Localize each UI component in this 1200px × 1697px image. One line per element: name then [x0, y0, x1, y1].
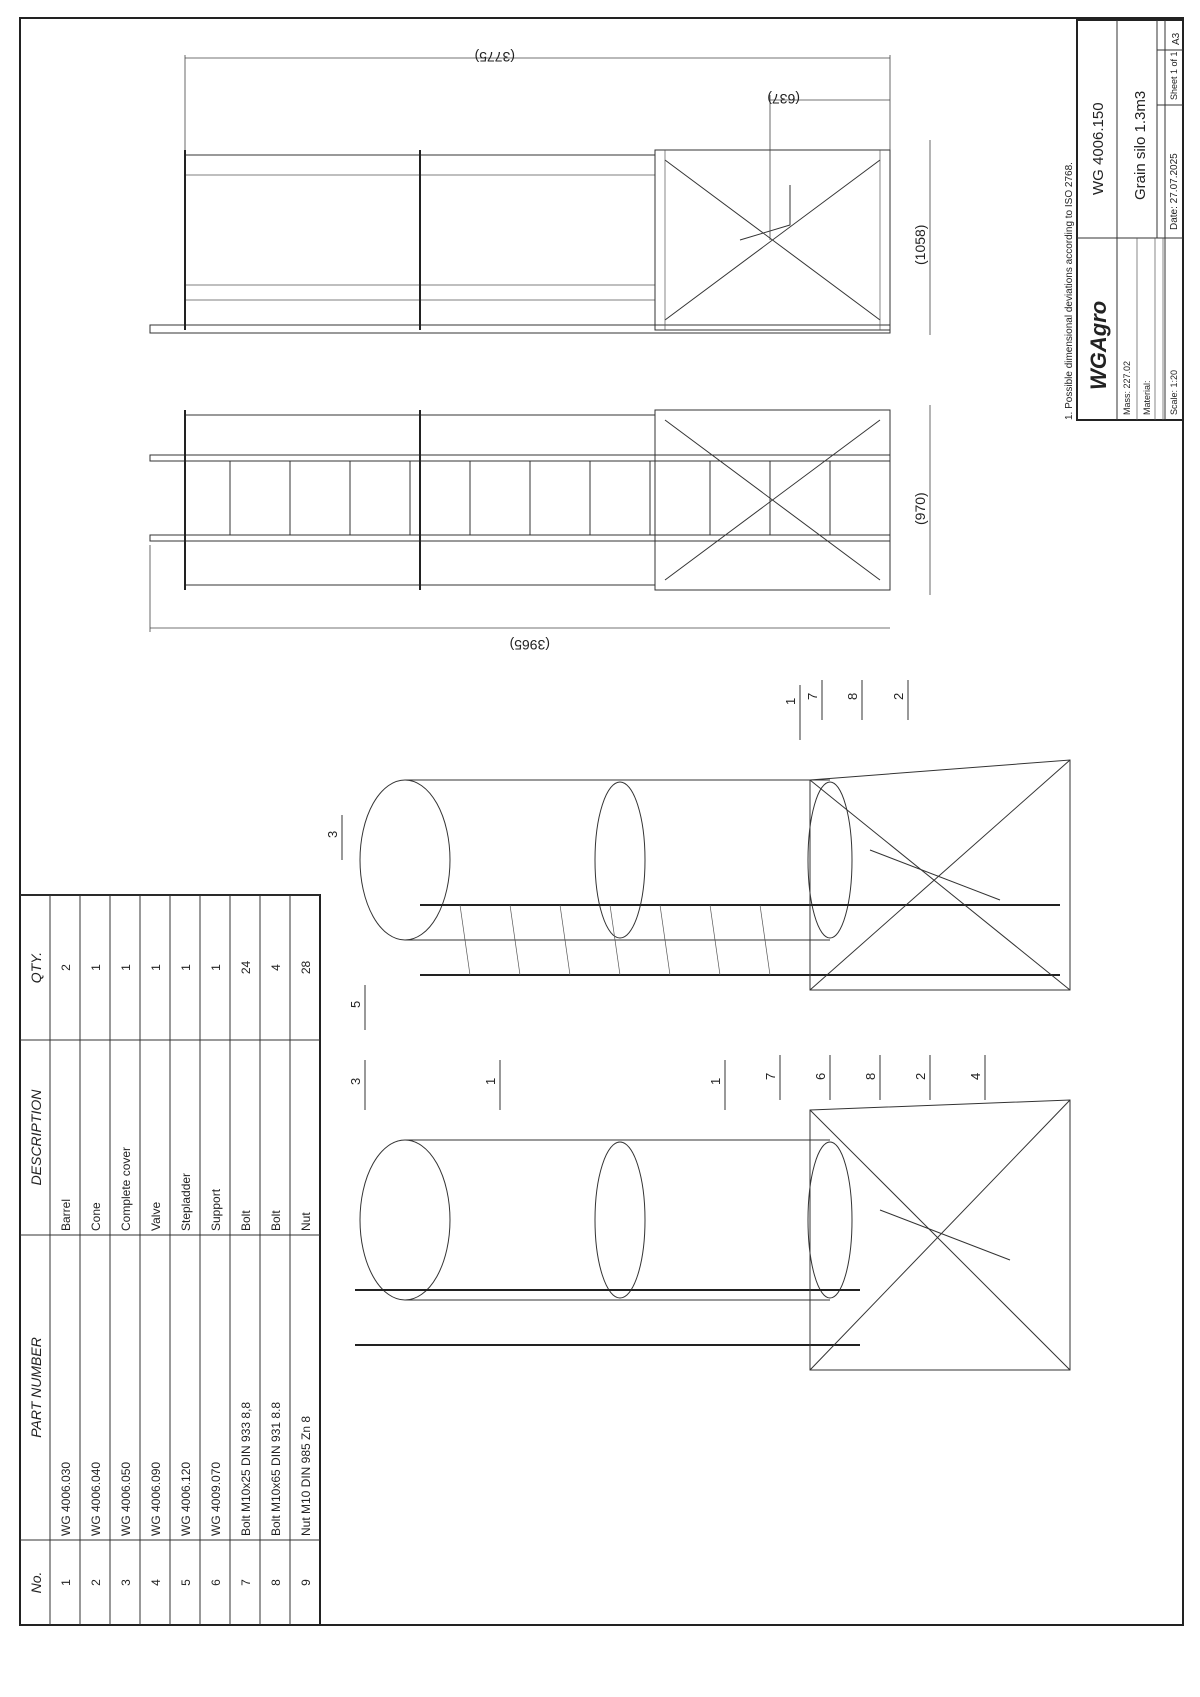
- dim-overall-height-front: (3965): [510, 637, 550, 653]
- balloon-label: 1: [483, 1078, 498, 1085]
- table-cell-part-number: Nut M10 DIN 985 Zn 8: [299, 1416, 313, 1536]
- table-cell-qty: 1: [209, 964, 223, 971]
- balloons-lower: [364, 1055, 986, 1110]
- balloon-label: 6: [813, 1073, 828, 1080]
- table-cell-part-number: Bolt M10x25 DIN 933 8,8: [239, 1402, 253, 1536]
- table-cell-description: Cone: [89, 1202, 103, 1231]
- isometric-view-upper: [359, 759, 1071, 991]
- table-cell-part-number: WG 4006.030: [59, 1462, 73, 1536]
- table-cell-description: Bolt: [269, 1210, 283, 1231]
- balloon-label: 2: [891, 693, 906, 700]
- table-header-description: DESCRIPTION: [28, 1089, 44, 1186]
- table-cell-description: Barrel: [59, 1199, 73, 1231]
- table-cell-part-number: WG 4006.090: [149, 1462, 163, 1536]
- table-cell-no: 1: [59, 1579, 73, 1586]
- table-cell-qty: 24: [239, 961, 253, 975]
- table-cell-no: 4: [149, 1579, 163, 1586]
- table-cell-description: Valve: [149, 1202, 163, 1231]
- balloon-label: 7: [805, 693, 820, 700]
- table-cell-no: 3: [119, 1579, 133, 1586]
- drawing-number: WG 4006.150: [1090, 102, 1107, 195]
- side-view: (3775) (637) (1058): [149, 49, 931, 335]
- table-cell-no: 6: [209, 1579, 223, 1586]
- title-block: 1. Possible dimensional deviations accor…: [1064, 19, 1184, 421]
- sheet-border: [19, 17, 1184, 1626]
- table-cell-qty: 1: [89, 964, 103, 971]
- table-cell-qty: 1: [179, 964, 193, 971]
- table-cell-part-number: WG 4006.050: [119, 1462, 133, 1536]
- balloon-label: 7: [763, 1073, 778, 1080]
- mass-field: Mass: 227.02: [1122, 361, 1132, 415]
- scale-field: Scale: 1:20: [1169, 370, 1179, 415]
- material-field: Material:: [1142, 380, 1152, 415]
- company-logo: WGAgro: [1086, 301, 1111, 390]
- balloon-label: 3: [325, 831, 340, 838]
- table-cell-part-number: Bolt M10x65 DIN 931 8.8: [269, 1402, 283, 1536]
- table-cell-no: 7: [239, 1579, 253, 1586]
- table-cell-qty: 1: [119, 964, 133, 971]
- balloons-upper: [341, 680, 909, 1030]
- drawing-title: Grain silo 1.3m3: [1132, 91, 1149, 200]
- dim-overall-height-side: (3775): [475, 49, 515, 65]
- table-cell-qty: 2: [59, 964, 73, 971]
- table-cell-description: Support: [209, 1188, 223, 1231]
- paper-format: A3: [1171, 32, 1182, 45]
- dim-support-width-side: (1058): [912, 225, 928, 265]
- sheet-field: Sheet 1 of 1: [1169, 51, 1179, 100]
- table-header-no: No.: [28, 1572, 44, 1594]
- table-cell-description: Nut: [299, 1212, 313, 1231]
- balloon-label: 3: [348, 1078, 363, 1085]
- date-field: Date: 27.07.2025: [1169, 153, 1180, 230]
- isometric-view-lower: [355, 1099, 1071, 1371]
- table-cell-no: 8: [269, 1579, 283, 1586]
- table-cell-description: Bolt: [239, 1210, 253, 1231]
- general-note: 1. Possible dimensional deviations accor…: [1064, 162, 1075, 420]
- dim-support-width-front: (970): [912, 492, 928, 525]
- table-cell-part-number: WG 4006.040: [89, 1462, 103, 1536]
- table-header-qty: QTY.: [28, 952, 44, 983]
- balloon-label: 8: [863, 1073, 878, 1080]
- table-cell-qty: 1: [149, 964, 163, 971]
- table-cell-no: 2: [89, 1579, 103, 1586]
- table-cell-qty: 4: [269, 964, 283, 971]
- table-cell-description: Stepladder: [179, 1173, 193, 1231]
- balloon-label: 1: [708, 1078, 723, 1085]
- table-cell-no: 5: [179, 1579, 193, 1586]
- dim-valve-offset: (637): [767, 91, 800, 107]
- balloon-label: 5: [348, 1001, 363, 1008]
- table-cell-part-number: WG 4006.120: [179, 1462, 193, 1536]
- balloon-label: 2: [913, 1073, 928, 1080]
- front-view: (3965) (970): [149, 405, 931, 653]
- table-cell-no: 9: [299, 1579, 313, 1586]
- table-header-part-number: PART NUMBER: [28, 1337, 44, 1438]
- balloon-label: 8: [845, 693, 860, 700]
- balloon-label: 4: [968, 1073, 983, 1080]
- table-cell-part-number: WG 4009.070: [209, 1462, 223, 1536]
- table-cell-description: Complete cover: [119, 1147, 133, 1231]
- balloon-label: 1: [783, 698, 798, 705]
- table-cell-qty: 28: [299, 961, 313, 975]
